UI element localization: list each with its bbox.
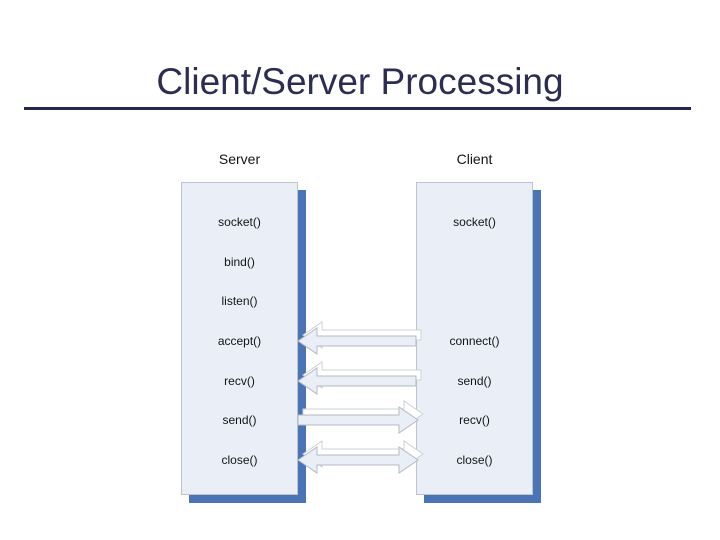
server-call-socket: socket() bbox=[218, 215, 261, 229]
arrow-close-bidirectional-icon bbox=[297, 440, 424, 474]
arrow-connect-to-accept-icon bbox=[297, 321, 422, 355]
client-call-socket: socket() bbox=[453, 215, 496, 229]
server-call-accept: accept() bbox=[217, 334, 262, 348]
arrow-send-to-client-recv-icon bbox=[297, 400, 424, 434]
slide-title: Client/Server Processing bbox=[156, 61, 564, 102]
client-call-connect: connect() bbox=[449, 334, 500, 348]
client-call-recv: recv() bbox=[459, 413, 490, 427]
client-column-header: Client bbox=[456, 151, 493, 167]
server-call-close: close() bbox=[221, 453, 258, 467]
server-call-send: send() bbox=[222, 413, 257, 427]
server-column-header: Server bbox=[218, 151, 261, 167]
title-underline bbox=[24, 107, 691, 110]
server-process-box: socket() bind() listen() accept() recv()… bbox=[181, 182, 298, 495]
client-call-close: close() bbox=[456, 453, 493, 467]
server-call-bind: bind() bbox=[224, 255, 255, 269]
client-process-box: socket() connect() send() recv() close() bbox=[416, 182, 533, 495]
server-call-listen: listen() bbox=[221, 294, 258, 308]
client-call-send: send() bbox=[457, 374, 492, 388]
arrow-send-to-recv-icon bbox=[297, 361, 422, 395]
server-call-recv: recv() bbox=[224, 374, 255, 388]
